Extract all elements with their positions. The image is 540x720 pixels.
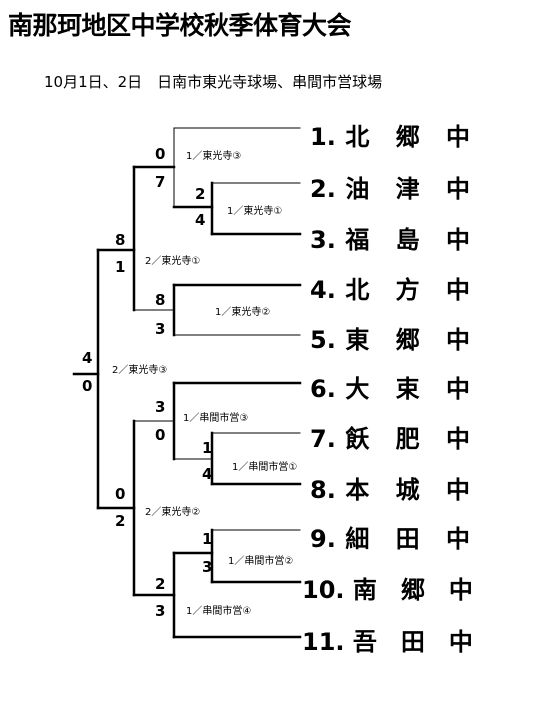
score-final-top: 4 bbox=[82, 349, 93, 367]
score-s2-bottom: 2 bbox=[115, 512, 126, 530]
team-1: 1. 北 郷 中 bbox=[310, 123, 470, 151]
score-q3-top: 3 bbox=[155, 398, 166, 416]
score-m1-bottom: 4 bbox=[195, 211, 206, 229]
score-q2-top: 8 bbox=[155, 291, 166, 309]
venue-s1: 2／東光寺① bbox=[145, 256, 201, 267]
score-m3-top: 1 bbox=[202, 530, 213, 548]
venue-q1: 1／東光寺③ bbox=[186, 151, 242, 162]
venue-final: 2／東光寺③ bbox=[112, 365, 168, 376]
venue-m2: 1／串間市営① bbox=[232, 462, 298, 473]
venue-q2: 1／東光寺② bbox=[215, 307, 271, 318]
team-7: 7. 飫 肥 中 bbox=[310, 425, 470, 453]
team-11: 11. 吾 田 中 bbox=[302, 628, 473, 656]
team-5: 5. 東 郷 中 bbox=[310, 326, 470, 354]
team-8: 8. 本 城 中 bbox=[310, 476, 470, 504]
score-q4-bottom: 3 bbox=[155, 602, 166, 620]
venue-q3: 1／串間市営③ bbox=[183, 413, 249, 424]
venue-m3: 1／串間市営② bbox=[228, 556, 294, 567]
score-q2-bottom: 3 bbox=[155, 320, 166, 338]
score-s1-top: 8 bbox=[115, 231, 126, 249]
score-q1-bottom: 7 bbox=[155, 173, 166, 191]
team-3: 3. 福 島 中 bbox=[310, 226, 470, 254]
score-m3-bottom: 3 bbox=[202, 558, 213, 576]
venue-m1: 1／東光寺① bbox=[227, 206, 283, 217]
score-q4-top: 2 bbox=[155, 575, 166, 593]
score-q1-top: 0 bbox=[155, 145, 166, 163]
score-s2-top: 0 bbox=[115, 485, 126, 503]
team-2: 2. 油 津 中 bbox=[310, 175, 470, 203]
venue-s2: 2／東光寺② bbox=[145, 507, 201, 518]
score-m2-bottom: 4 bbox=[202, 465, 213, 483]
team-9: 9. 細 田 中 bbox=[310, 525, 470, 553]
score-m2-top: 1 bbox=[202, 439, 213, 457]
score-q3-bottom: 0 bbox=[155, 426, 166, 444]
team-10: 10. 南 郷 中 bbox=[302, 576, 473, 604]
score-final-bottom: 0 bbox=[82, 377, 93, 395]
score-m1-top: 2 bbox=[195, 185, 206, 203]
page-title: 南那珂地区中学校秋季体育大会 bbox=[8, 11, 352, 40]
score-s1-bottom: 1 bbox=[115, 258, 126, 276]
venue-q4: 1／串間市営④ bbox=[186, 606, 252, 617]
team-6: 6. 大 束 中 bbox=[310, 375, 470, 403]
event-dates-venues: 10月1日、2日 日南市東光寺球場、串間市営球場 bbox=[44, 73, 383, 91]
team-4: 4. 北 方 中 bbox=[310, 276, 470, 304]
